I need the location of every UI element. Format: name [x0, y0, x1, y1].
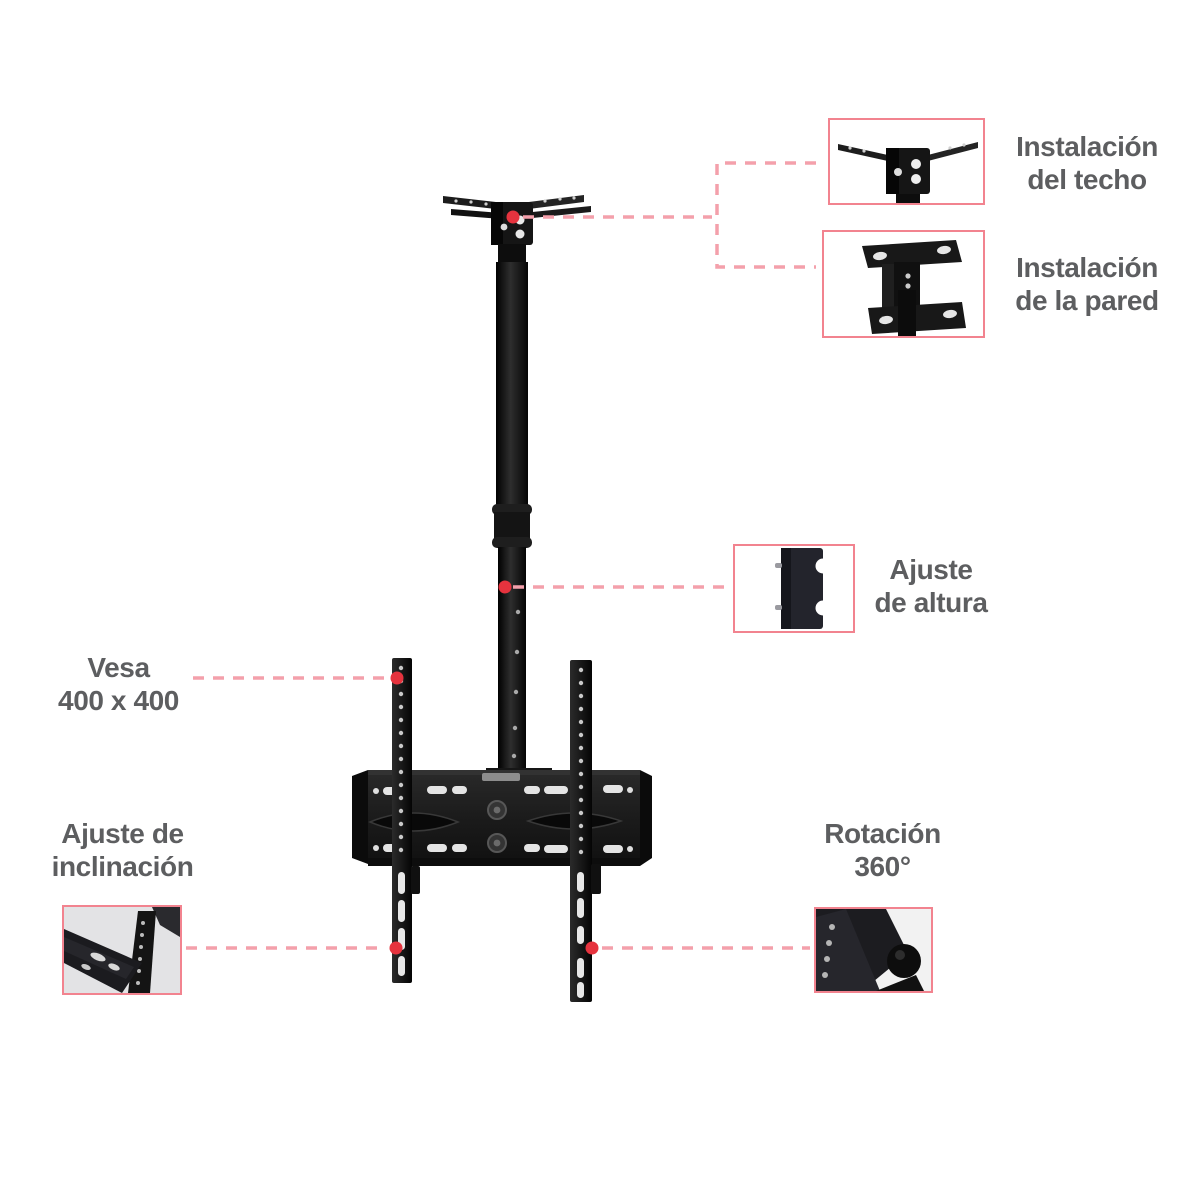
label-tilt-adjust-line1: Ajuste de — [61, 818, 184, 849]
ceiling-bracket — [443, 195, 591, 264]
anchor-dot-vesa — [390, 671, 404, 685]
label-wall-install: Instalación de la pared — [1002, 251, 1172, 317]
label-height-adjust-line2: de altura — [874, 587, 988, 618]
callout-height-adjust — [733, 544, 855, 633]
label-vesa: Vesa 400 x 400 — [36, 651, 201, 717]
label-tilt-adjust: Ajuste de inclinación — [30, 817, 215, 883]
anchor-dot-tilt — [389, 941, 403, 955]
ceiling-bracket-thumb-icon — [838, 142, 978, 203]
height-adjust-thumb-icon — [775, 548, 831, 629]
label-rotation-line1: Rotación — [824, 818, 941, 849]
rotation-thumb-icon — [816, 909, 931, 991]
label-rotation: Rotación 360° — [800, 817, 965, 883]
label-tilt-adjust-line2: inclinación — [51, 851, 194, 882]
label-height-adjust-line1: Ajuste — [889, 554, 973, 585]
callout-tilt-adjust — [62, 905, 182, 995]
label-vesa-line2: 400 x 400 — [58, 685, 179, 716]
tilt-adjust-thumb-icon — [64, 907, 180, 993]
callout-rotation — [814, 907, 933, 993]
label-wall-install-line1: Instalación — [1016, 252, 1158, 283]
tv-wall-plate — [352, 770, 652, 866]
mounting-pole — [486, 262, 552, 785]
label-height-adjust: Ajuste de altura — [856, 553, 1006, 619]
anchor-dot-ceiling — [506, 210, 520, 224]
leader-ceiling-fork — [715, 161, 816, 269]
label-ceiling-install-line2: del techo — [1027, 164, 1147, 195]
label-ceiling-install-line1: Instalación — [1016, 131, 1158, 162]
leader-lines — [186, 161, 816, 950]
label-vesa-line1: Vesa — [87, 652, 150, 683]
label-rotation-line2: 360° — [854, 851, 911, 882]
anchor-dot-rotation — [585, 941, 599, 955]
vesa-rail-left — [392, 658, 420, 983]
label-wall-install-line2: de la pared — [1015, 285, 1159, 316]
wall-bracket-thumb-icon — [862, 240, 966, 336]
anchor-dot-height — [498, 580, 512, 594]
anchor-dots — [389, 210, 599, 955]
callout-wall-install — [822, 230, 985, 338]
vesa-rail-right — [570, 660, 601, 1002]
callout-ceiling-install — [828, 118, 985, 205]
label-ceiling-install: Instalación del techo — [1002, 130, 1172, 196]
